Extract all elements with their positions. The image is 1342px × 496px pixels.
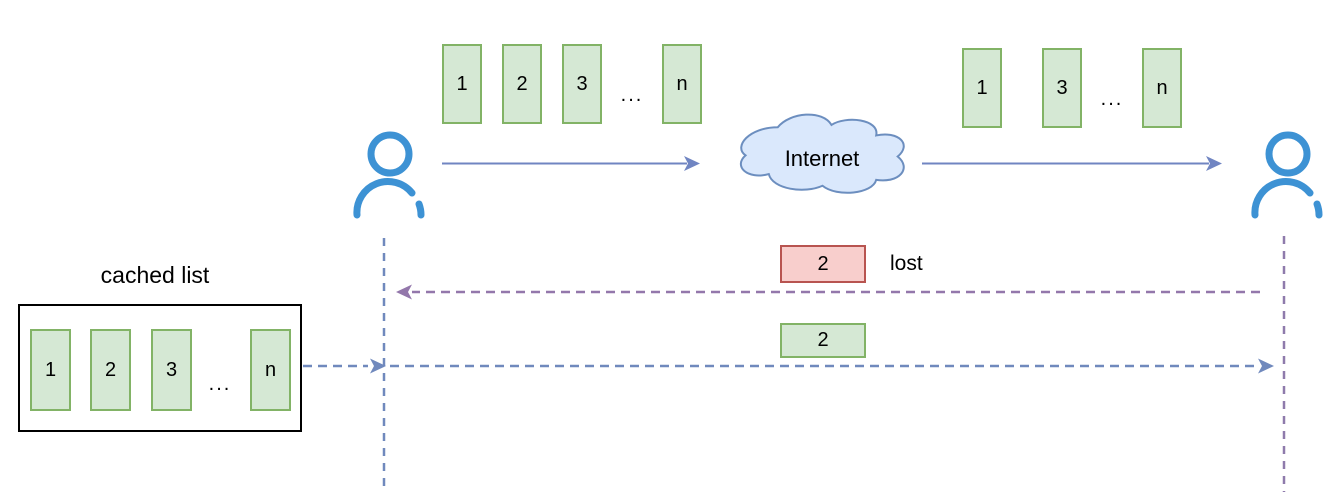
- sender-packet-3: 3: [562, 44, 602, 124]
- receiver-packet-1: 1: [962, 48, 1002, 128]
- receiver-packet-n: n: [1142, 48, 1182, 128]
- cached-list-label: cached list: [100, 261, 210, 288]
- sender-packet-n: n: [662, 44, 702, 124]
- cached-packets-ellipsis: ...: [208, 372, 232, 395]
- receiver-packets-ellipsis: ...: [1100, 87, 1124, 110]
- internet-label: Internet: [784, 146, 860, 171]
- cached-packet-n: n: [250, 329, 291, 411]
- cached-packet-2: 2: [90, 329, 131, 411]
- cache-to-sender-arrow: [303, 358, 386, 374]
- sender-packet-2: 2: [502, 44, 542, 124]
- lost-label: lost: [890, 252, 923, 275]
- sender-packets-ellipsis: ...: [620, 83, 644, 106]
- resend-packet-box: 2: [780, 323, 866, 358]
- internet-cloud-icon: [741, 115, 904, 193]
- send-arrow: [442, 156, 700, 171]
- resend-arrow: [390, 358, 1274, 374]
- cached-packet-1: 1: [30, 329, 71, 411]
- cached-packet-3: 3: [151, 329, 192, 411]
- lost-arrow: [396, 284, 1260, 300]
- sender-packet-1: 1: [442, 44, 482, 124]
- deliver-arrow: [922, 156, 1222, 171]
- receiver-packet-3: 3: [1042, 48, 1082, 128]
- sender-person-icon: [353, 131, 425, 219]
- lost-packet-box: 2: [780, 245, 866, 283]
- receiver-person-icon: [1251, 131, 1323, 219]
